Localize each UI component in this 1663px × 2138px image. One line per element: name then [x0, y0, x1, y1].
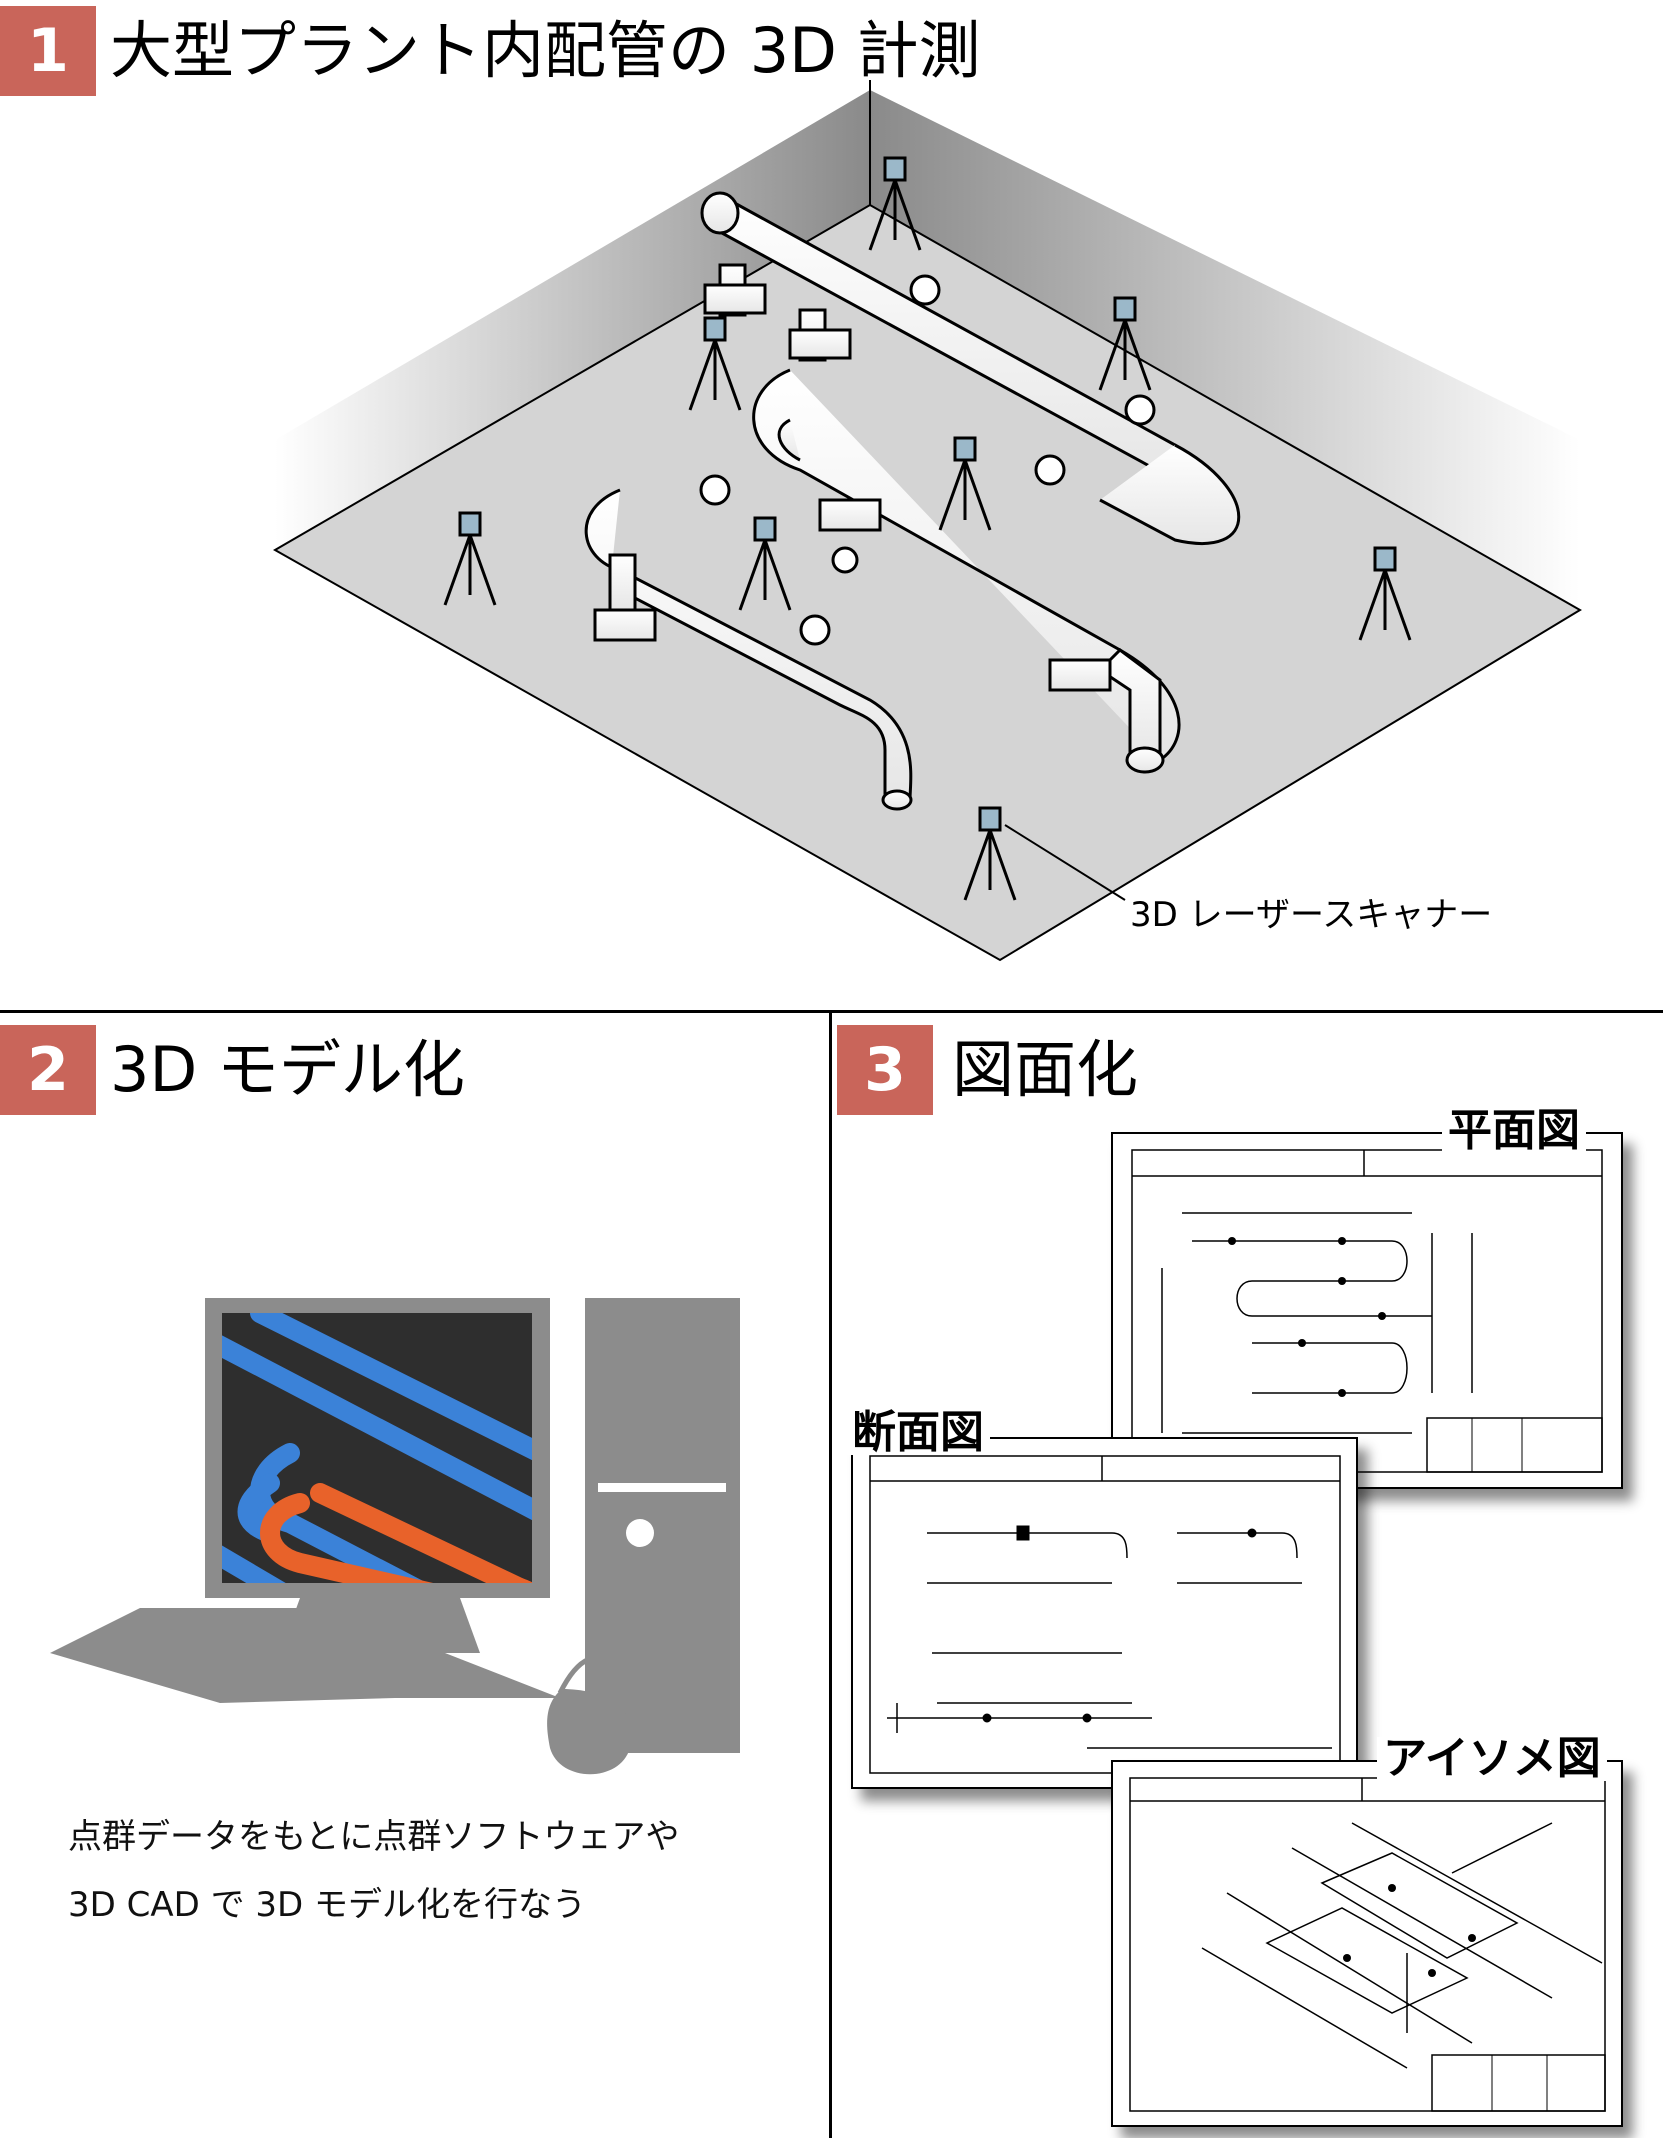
pc-tower [585, 1298, 740, 1753]
scanner-tripods [443, 156, 1412, 901]
section-2-title: 3D モデル化 [110, 1033, 465, 1106]
section-1-badge: 1 [0, 6, 96, 96]
plan-view-sheet [1111, 1132, 1623, 1489]
section-3-title: 図面化 [952, 1033, 1139, 1106]
scanner-label: 3D レーザースキャナー [1130, 895, 1493, 935]
section-view-sheet [851, 1437, 1358, 1789]
pipe-middle [752, 368, 1181, 774]
caption-line-1: 点群データをもとに点群ソフトウェアや [68, 1817, 680, 1857]
isometric-label: アイソメ図 [1377, 1737, 1607, 1781]
divider-vertical [829, 1010, 832, 2138]
floor [272, 203, 1582, 962]
section-2-badge: 2 [0, 1025, 96, 1115]
plan-view-label: 平面図 [1442, 1109, 1586, 1153]
section-3d-modeling: 2 3D モデル化 点群データをもとに点群ソフトウェア [0, 1013, 829, 2138]
section-3-badge: 3 [837, 1025, 933, 1115]
pipe-upper [700, 191, 1241, 546]
pipe-lower [584, 474, 913, 811]
section-1-title: 大型プラント内配管の 3D 計測 [110, 14, 981, 87]
section-plant-measurement: 1 大型プラント内配管の 3D 計測 [0, 0, 1663, 1010]
section-2-caption: 点群データをもとに点群ソフトウェアや 3D CAD で 3D モデル化を行なう [68, 1803, 679, 1939]
section-view-label: 断面図 [846, 1411, 990, 1455]
drawing-sheets [851, 1132, 1623, 2127]
keyboard [50, 1608, 560, 1703]
plant-illustration [272, 80, 1582, 962]
isometric-sheet [1111, 1760, 1623, 2127]
computer-illustration [50, 1298, 740, 1775]
right-wall [870, 90, 1580, 610]
caption-line-2: 3D CAD で 3D モデル化を行なう [68, 1885, 587, 1925]
section-drawing: 3 図面化 [832, 1013, 1663, 2138]
